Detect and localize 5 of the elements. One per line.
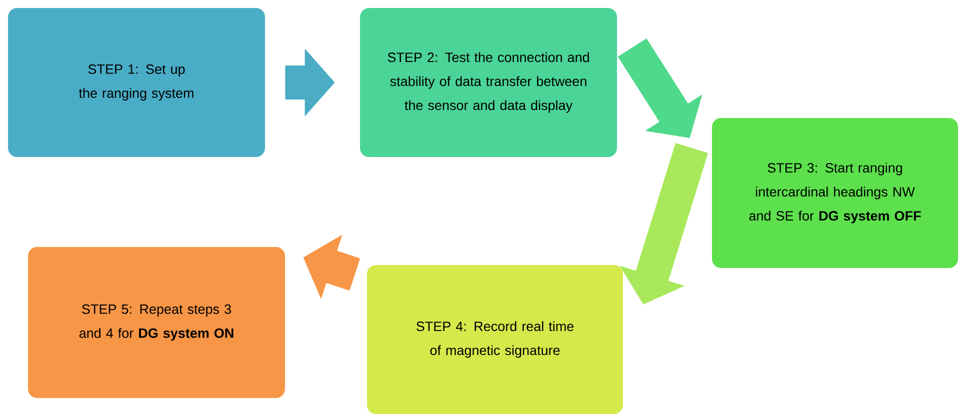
step-box: STEP 5: Repeat steps 3 and 4 for DG system ON [28, 246, 285, 398]
step-box: STEP 3: Start ranging intercardinal headings NW and SE for DG system OFF [712, 118, 958, 268]
step-box: STEP 4: Record real time of magnetic signature [367, 264, 623, 414]
step-box: STEP 2: Test the connection and stability of data transfer between the sensor and data display [360, 8, 617, 157]
step-box: STEP 1: Set up the ranging system [8, 8, 265, 157]
